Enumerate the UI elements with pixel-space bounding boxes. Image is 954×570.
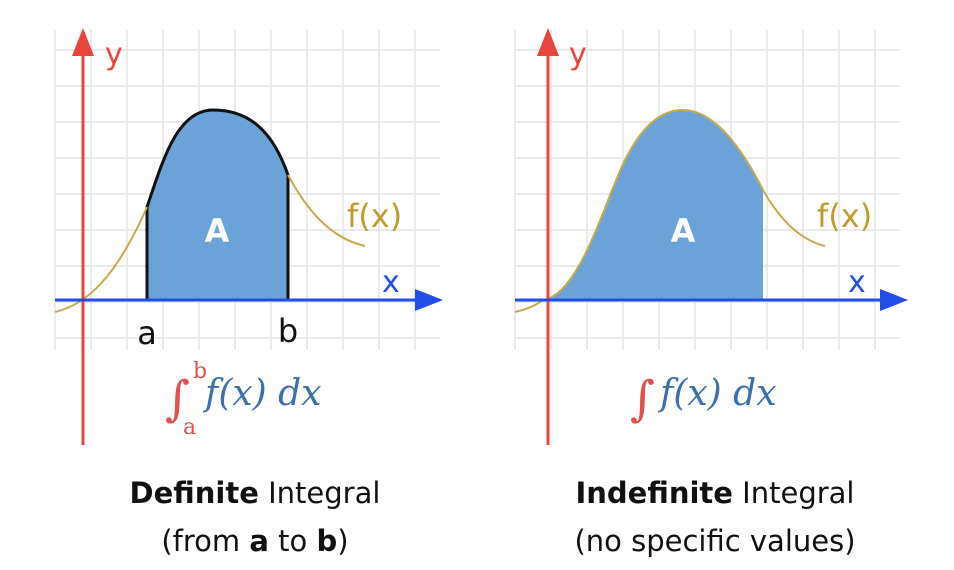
integral-upper-limit: b bbox=[193, 359, 207, 384]
definite-integral-diagram: y x A f(x) a b ∫ b a f(x) dx bbox=[54, 28, 443, 445]
function-label: f(x) bbox=[817, 197, 872, 235]
x-axis-label: x bbox=[382, 265, 400, 300]
integral-formula-body: f(x) dx bbox=[657, 373, 777, 414]
indefinite-integral-diagram: y x A f(x) ∫ f(x) dx bbox=[514, 28, 908, 445]
y-axis-arrow bbox=[72, 28, 94, 56]
integral-formula-body: f(x) dx bbox=[202, 373, 322, 414]
integral-sign: ∫ bbox=[165, 371, 190, 427]
x-axis-arrow bbox=[415, 289, 443, 311]
definite-caption-title: Definite Integral bbox=[45, 476, 465, 510]
caption-a: a bbox=[249, 524, 269, 558]
indefinite-integral-panel: y x A f(x) ∫ f(x) dx Indefinite Integral… bbox=[505, 0, 925, 570]
caption-to: to bbox=[268, 524, 317, 558]
caption-close: ) bbox=[337, 524, 349, 558]
caption-b: b bbox=[316, 524, 338, 558]
function-curve-right bbox=[287, 174, 366, 247]
b-label: b bbox=[278, 312, 298, 350]
a-label: a bbox=[137, 314, 157, 352]
area-label: A bbox=[671, 212, 696, 250]
caption-open: (from bbox=[161, 524, 250, 558]
y-axis-arrow bbox=[537, 28, 559, 56]
y-axis-label: y bbox=[569, 37, 587, 72]
caption-bold: Indefinite bbox=[575, 476, 733, 510]
caption-rest: Integral bbox=[258, 476, 381, 510]
indefinite-caption-title: Indefinite Integral bbox=[505, 476, 925, 510]
definite-integral-panel: y x A f(x) a b ∫ b a f(x) dx Definite In… bbox=[45, 0, 465, 570]
x-axis-arrow bbox=[880, 289, 908, 311]
integral-sign: ∫ bbox=[630, 371, 655, 427]
indefinite-caption-subtitle: (no specific values) bbox=[574, 524, 856, 558]
x-axis-label: x bbox=[848, 265, 866, 300]
area-label: A bbox=[205, 212, 230, 250]
function-curve-left bbox=[54, 206, 148, 313]
area-region bbox=[145, 108, 290, 302]
function-label: f(x) bbox=[347, 197, 402, 235]
definite-caption-subtitle: (from a to b) bbox=[45, 524, 465, 558]
area-region bbox=[543, 110, 763, 300]
caption-rest: Integral bbox=[732, 476, 855, 510]
caption-bold: Definite bbox=[129, 476, 259, 510]
y-axis-label: y bbox=[105, 37, 123, 72]
integral-lower-limit: a bbox=[183, 415, 196, 440]
